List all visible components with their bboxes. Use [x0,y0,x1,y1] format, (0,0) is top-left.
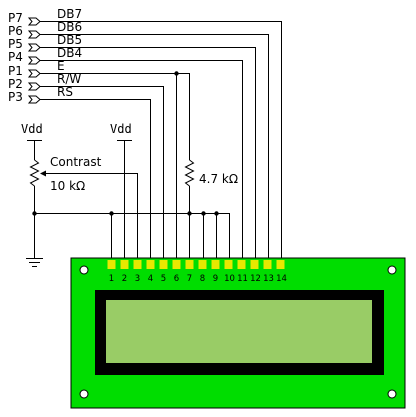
pin-number-12: 12 [250,274,261,284]
pin-number-5: 5 [161,274,166,284]
mount-hole-bottom-left-icon [79,389,89,399]
mount-hole-bottom-right-icon [387,389,397,399]
pad-7 [185,260,194,269]
pin-number-11: 11 [237,274,248,284]
ground-bus [26,211,230,267]
pad-10 [224,260,233,269]
pullup-zigzag [184,159,195,187]
pad-5 [159,260,168,269]
wire-rw [40,86,164,260]
contrast-value-label: 10 kΩ [50,179,85,193]
contrast-label: Contrast [50,155,102,169]
pullup-wire-top [176,73,190,160]
connector-p2 [27,82,41,91]
pin-numbers: 1 2 3 4 5 6 7 8 9 10 11 12 13 14 [109,274,287,284]
signal-label-rs: RS [57,85,73,99]
pin-number-6: 6 [174,274,179,284]
pad-9 [211,260,220,269]
lcd-module: 1 2 3 4 5 6 7 8 9 10 11 12 13 14 [70,257,406,409]
connector-p5 [27,43,41,52]
pad-14 [276,260,285,269]
connector-p4 [27,56,41,65]
signal-label-e: E [57,59,65,73]
pad-4 [146,260,155,269]
wire-db6 [40,34,269,260]
pin-number-8: 8 [200,274,205,284]
port-label-p5: P5 [8,37,23,51]
signal-label-db7: DB7 [57,7,82,21]
connector-p6 [27,30,41,39]
junction-gnd-pot [32,211,37,216]
wire-rs [40,99,151,260]
wire-db4 [40,60,243,260]
pad-13 [263,260,272,269]
signal-label-rw: R/W [57,72,81,86]
signal-label-db5: DB5 [57,33,82,47]
mount-hole-top-right-icon [387,265,397,275]
pad-8 [198,260,207,269]
pin-number-9: 9 [213,274,218,284]
pullup-resistor: 4.7 kΩ [174,71,238,213]
pullup-value-label: 4.7 kΩ [199,172,238,186]
pot-wiper-arrow [40,170,46,177]
vdd-right-label: Vdd [110,122,132,136]
lcd-pads [107,260,285,269]
pin-number-4: 4 [148,274,153,284]
vdd-left-label: Vdd [21,122,43,136]
pad-1 [107,260,116,269]
mount-hole-top-left-icon [79,265,89,275]
ground-symbol-icon [26,258,43,267]
port-label-p7: P7 [8,11,23,25]
port-labels: P7 P6 P5 P4 P1 P2 P3 [8,11,23,104]
wire-db7 [40,21,282,260]
wire-db5 [40,47,256,260]
port-label-p1: P1 [8,64,23,78]
pin-number-3: 3 [135,274,140,284]
port-label-p6: P6 [8,24,23,38]
pad-12 [250,260,259,269]
contrast-pot: Vdd Contrast 10 kΩ [21,122,138,260]
pad-3 [133,260,142,269]
pin-number-7: 7 [187,274,192,284]
pad-11 [237,260,246,269]
lcd-screen [106,300,372,363]
vdd-right: Vdd [110,122,132,260]
connector-p3 [27,95,41,104]
pin-number-14: 14 [276,274,287,284]
pad-2 [120,260,129,269]
pin-number-2: 2 [122,274,127,284]
port-label-p3: P3 [8,90,23,104]
port-label-p2: P2 [8,77,23,91]
pin-number-13: 13 [263,274,274,284]
pin-number-10: 10 [224,274,235,284]
connector-p7 [27,17,41,26]
connector-p1 [27,69,41,78]
wire-pin10-gnd [216,213,230,260]
port-label-p4: P4 [8,50,23,64]
port-connectors [27,17,41,104]
pot-zigzag [29,159,40,187]
signal-labels: DB7 DB6 DB5 DB4 E R/W RS [57,7,82,99]
signal-label-db4: DB4 [57,46,82,60]
signal-label-db6: DB6 [57,20,82,34]
pad-6 [172,260,181,269]
pot-wiper-wire [45,173,138,260]
pin-number-1: 1 [109,274,114,284]
